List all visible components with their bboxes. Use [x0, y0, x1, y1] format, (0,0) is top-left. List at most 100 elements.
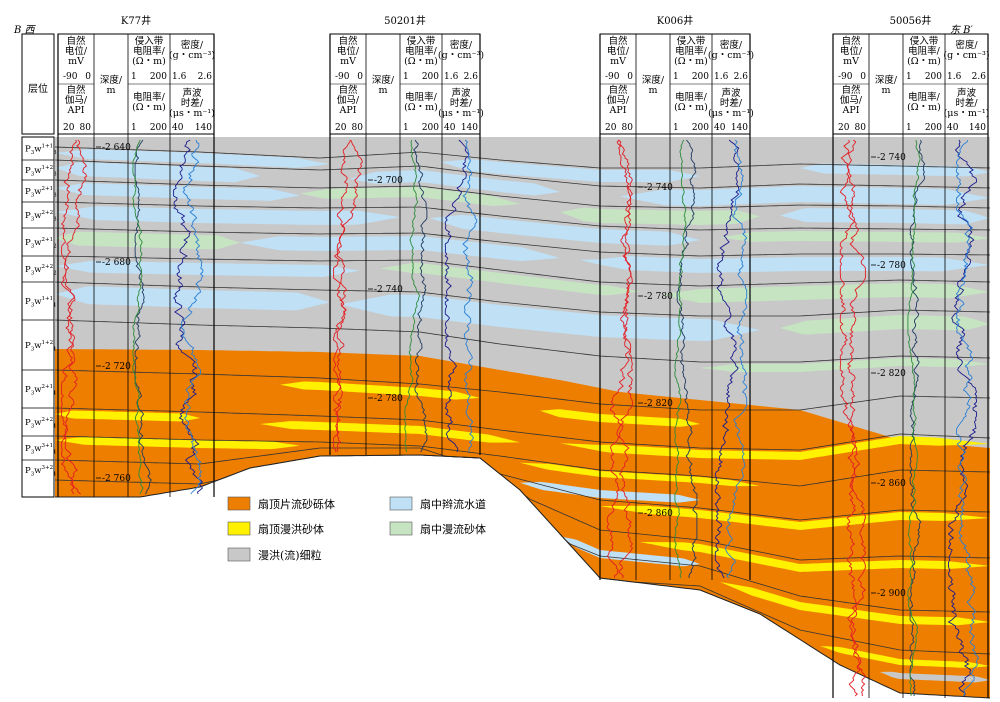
legend-label: 漫洪(流)细粒	[258, 548, 322, 562]
gr-range-max: 80	[855, 123, 867, 133]
rt-curve	[676, 139, 698, 579]
den-range-max: 2.6	[464, 72, 479, 82]
fine-grain-lens	[880, 671, 990, 683]
r-curve	[674, 139, 687, 579]
r-range-min: 1	[673, 123, 679, 133]
sp-header: mV	[610, 56, 626, 67]
den-header: 密度/	[181, 39, 204, 51]
ac-range-min: 40	[947, 123, 959, 133]
sp-range-max: 0	[85, 72, 91, 82]
den-range-min: 1.6	[172, 72, 187, 82]
r-header: 电阻率/	[405, 91, 438, 103]
depth-tick-label: -2 860	[877, 479, 906, 489]
den-curve	[173, 139, 204, 495]
r-header: (Ω・m)	[907, 102, 941, 113]
gr-range-min: 20	[335, 123, 347, 133]
ac-header: 声波	[721, 87, 741, 99]
gr-range-min: 20	[838, 123, 850, 133]
legend-swatch	[389, 521, 413, 536]
sheetflood-sand-lens	[380, 263, 640, 296]
depth-tick-label: -2 740	[374, 285, 403, 295]
r-range-min: 1	[131, 123, 137, 133]
depth-tick-label: -2 740	[644, 183, 673, 193]
channel-lens	[560, 534, 700, 567]
depth-header: 深度/	[642, 74, 665, 86]
sp-header: 自然	[608, 35, 628, 47]
sheetflood-sand-lens	[700, 358, 990, 372]
depth-tick-label: -2 820	[644, 399, 673, 409]
rt-range-max: 200	[422, 72, 439, 82]
channel-lens	[55, 162, 260, 183]
ac-header: 时差/	[450, 97, 473, 109]
r-header: (Ω・m)	[674, 102, 708, 113]
horizon-line	[54, 201, 991, 231]
ac-range-max: 140	[969, 123, 986, 133]
sp-range-max: 0	[860, 72, 866, 82]
rt-curve	[909, 139, 926, 697]
sp-header: mV	[843, 56, 859, 67]
legend-label: 扇中漫流砂体	[420, 522, 486, 536]
depth-header: 深度/	[100, 74, 123, 86]
channel-lens	[55, 206, 400, 225]
sheetflood-sand-lens	[55, 231, 240, 250]
ac-range-min: 40	[714, 123, 726, 133]
ac-curve	[181, 139, 204, 495]
den-curve	[947, 139, 978, 697]
rt-header: 侵入带	[135, 35, 164, 47]
ac-range-min: 40	[172, 123, 184, 133]
den-curve	[714, 139, 740, 579]
r-header: 电阻率/	[133, 91, 166, 103]
gr-curve	[606, 139, 632, 579]
depth-tick-label: -2 860	[644, 509, 673, 519]
layer-label: P3w2+22	[25, 264, 57, 277]
den-range-max: 2.6	[198, 72, 213, 82]
den-header: 密度/	[955, 39, 978, 51]
gr-range-max: 80	[80, 123, 92, 133]
rt-header: 电阻率/	[675, 45, 708, 57]
east-end-label: 东 B′	[950, 24, 974, 36]
rt-header: 侵入带	[407, 35, 436, 47]
depth-header: m	[881, 85, 890, 96]
r-header: 电阻率/	[908, 91, 941, 103]
ac-header: 时差/	[720, 97, 743, 109]
legend-swatch	[227, 547, 251, 562]
well-name: K006井	[657, 14, 694, 27]
sp-range-min: -90	[335, 72, 350, 82]
gr-header: API	[66, 105, 84, 116]
depth-tick-label: -2 640	[102, 143, 131, 153]
den-header: 密度/	[720, 39, 743, 51]
gr-header: 伽马/	[607, 94, 630, 106]
den-range-min: 1.6	[947, 72, 962, 82]
rt-header: 侵入带	[677, 35, 706, 47]
channel-lens	[340, 294, 760, 341]
flood-sand-lens	[260, 421, 520, 443]
r-header: 电阻率/	[675, 91, 708, 103]
den-range-max: 2.6	[972, 72, 987, 82]
gr-range-max: 80	[622, 123, 634, 133]
depth-tick-label: -2 700	[374, 176, 403, 186]
layer-column: 层位P3w1+13P3w1+23P3w2+13P3w2+23P3w2+12P3w…	[21, 33, 57, 498]
gr-curve	[839, 139, 861, 697]
sp-range-min: -90	[63, 72, 78, 82]
den-range-max: 2.6	[734, 72, 749, 82]
rt-header: (Ω・m)	[907, 56, 941, 67]
horizon-line	[54, 255, 991, 287]
ac-curve	[955, 139, 980, 697]
gr-header: 伽马/	[337, 94, 360, 106]
rt-curve	[134, 139, 152, 495]
layer-label: P3w2+11	[25, 384, 57, 397]
rt-curve	[413, 139, 428, 453]
den-header: (g・cm⁻³)	[943, 50, 989, 61]
horizon-line	[54, 227, 991, 257]
sp-header: 电位/	[840, 45, 863, 57]
rt-header: 电阻率/	[405, 45, 438, 57]
depth-tick-label: -2 780	[644, 292, 673, 302]
den-range-min: 1.6	[444, 72, 459, 82]
section-bottom-line	[55, 454, 991, 699]
rt-header: 电阻率/	[133, 45, 166, 57]
flood-sand-lens	[540, 409, 700, 427]
flood-sand-lens	[820, 646, 990, 668]
horizon-line	[54, 435, 991, 487]
ac-range-max: 140	[195, 123, 212, 133]
r-range-max: 200	[150, 123, 167, 133]
